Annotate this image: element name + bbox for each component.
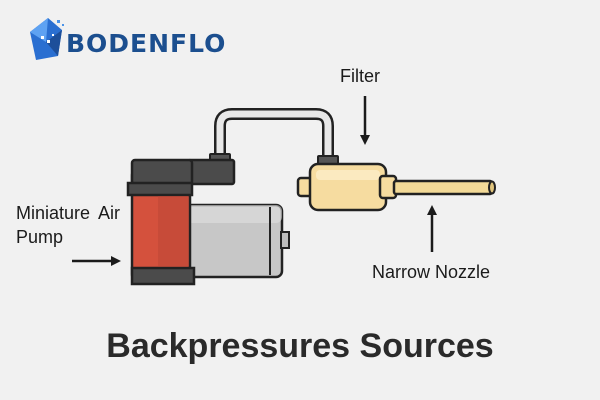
filter-body <box>296 162 398 212</box>
narrow-nozzle <box>392 179 496 196</box>
miniature-air-pump <box>126 158 290 286</box>
air-tube <box>209 108 339 167</box>
filter-label: Filter <box>340 66 380 86</box>
nozzle-label: Narrow Nozzle <box>372 262 491 282</box>
brand-wordmark[interactable]: BODENFLO <box>66 29 227 58</box>
logo-icon <box>30 18 64 60</box>
pump-label: Miniature Air Pump <box>16 203 121 247</box>
diagram-title: Backpressures Sources <box>106 327 494 365</box>
